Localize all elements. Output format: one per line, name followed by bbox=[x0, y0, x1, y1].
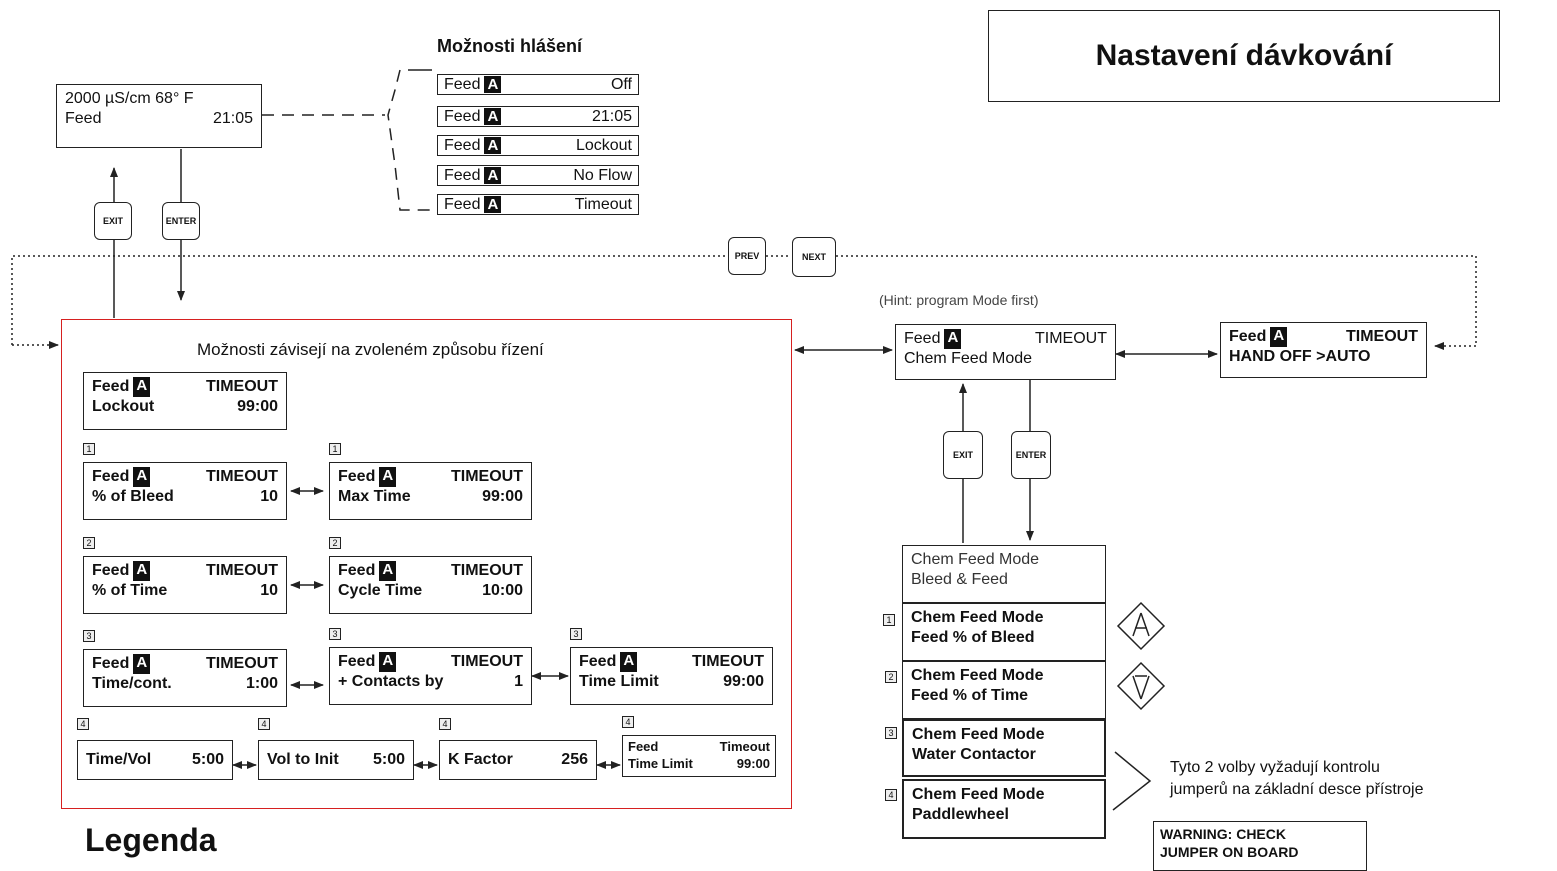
panel-caption: Možnosti závisejí na zvoleném způsobu ří… bbox=[197, 340, 544, 359]
mode-tag: 3 bbox=[885, 727, 897, 739]
display-line2-right: 21:05 bbox=[212, 110, 253, 127]
mode-tag: 1 bbox=[883, 614, 895, 626]
mode-option[interactable]: Chem Feed Mode Feed % of Time bbox=[902, 661, 1106, 719]
mode-tag: 3 bbox=[83, 630, 95, 642]
exit-key[interactable]: EXIT bbox=[94, 202, 132, 240]
mode-tag: 4 bbox=[439, 718, 451, 730]
display-line1: 2000 µS/cm 68° F bbox=[65, 90, 194, 107]
up-arrow-key[interactable] bbox=[1116, 601, 1166, 651]
mode-tag: 2 bbox=[885, 671, 897, 683]
jumper-note: Tyto 2 volby vyžadují kontrolu jumperů n… bbox=[1170, 759, 1424, 798]
mode-tag: 3 bbox=[570, 628, 582, 640]
prev-key[interactable]: PREV bbox=[728, 237, 766, 275]
warning-box: WARNING: CHECK JUMPER ON BOARD bbox=[1153, 821, 1367, 871]
mode-option[interactable]: Chem Feed Mode Water Contactor bbox=[902, 719, 1106, 777]
next-key[interactable]: NEXT bbox=[792, 237, 836, 277]
reports-heading: Možnosti hlášení bbox=[437, 36, 583, 56]
down-arrow-icon bbox=[1132, 675, 1150, 700]
enter-key[interactable]: ENTER bbox=[162, 202, 200, 240]
display-line2-left: Feed bbox=[65, 110, 102, 127]
mode-option[interactable]: Chem Feed Mode Bleed & Feed bbox=[902, 545, 1106, 603]
mode-tag: 3 bbox=[329, 628, 341, 640]
mode-option[interactable]: Chem Feed Mode Feed % of Bleed bbox=[902, 603, 1106, 661]
mode-tag: 2 bbox=[329, 537, 341, 549]
mode-tag: 4 bbox=[77, 718, 89, 730]
down-arrow-key[interactable] bbox=[1116, 661, 1166, 711]
main-display: 2000 µS/cm 68° F Feed 21:05 bbox=[56, 84, 262, 148]
mode-tag: 4 bbox=[885, 789, 897, 801]
legend-heading: Legenda bbox=[85, 822, 217, 858]
mode-tag: 2 bbox=[83, 537, 95, 549]
hint-text: (Hint: program Mode first) bbox=[879, 292, 1039, 308]
mode-tag: 1 bbox=[83, 443, 95, 455]
mode-tag: 4 bbox=[258, 718, 270, 730]
mode-tag: 4 bbox=[622, 716, 634, 728]
options-panel bbox=[61, 319, 792, 809]
mode-option[interactable]: Chem Feed Mode Paddlewheel bbox=[902, 779, 1106, 839]
up-arrow-icon bbox=[1132, 612, 1150, 637]
enter-key[interactable]: ENTER bbox=[1011, 431, 1051, 479]
exit-key[interactable]: EXIT bbox=[943, 431, 983, 479]
page-title: Nastavení dávkování bbox=[988, 10, 1500, 102]
mode-tag: 1 bbox=[329, 443, 341, 455]
